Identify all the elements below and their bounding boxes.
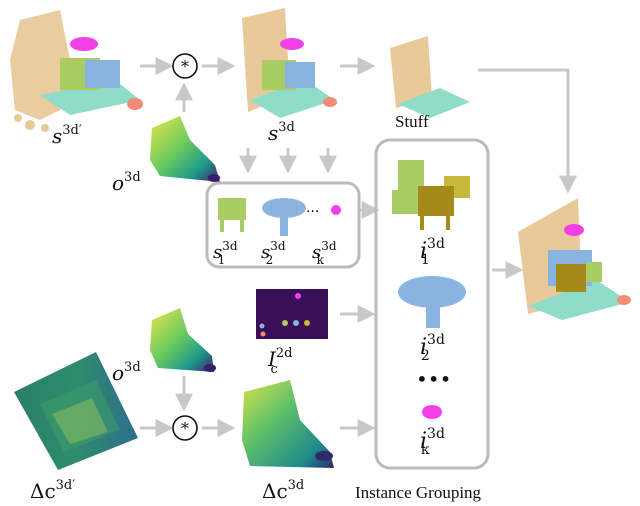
instance-ik [422,405,442,419]
label-instance-grouping: Instance Grouping [355,483,482,502]
arrow-stuff-to-final [478,68,577,194]
segment-s2 [262,198,306,236]
label-stuff: Stuff [395,112,429,131]
scene-final [518,198,631,320]
offset-dc3d [242,380,334,468]
panel-ic2d [256,289,328,339]
instance-i2 [398,276,466,328]
label-o3d-bottom: o3d [112,360,141,385]
label-s3d-prime: s3d′ [52,123,82,148]
scene-s3d [242,8,337,118]
occupancy-o3d-top [150,116,220,182]
label-dc3d: Δc3d [262,478,304,503]
scene-s3d-prime [10,10,143,132]
svg-text:*: * [181,419,189,438]
stuff-geometry [390,36,470,118]
segments-ellipsis: ··· [306,204,319,220]
arrows [140,57,577,437]
instance-i1 [392,160,470,230]
offset-dc3d-prime [14,352,138,470]
segment-s1 [218,198,246,232]
instances-ellipsis: ••• [416,367,451,391]
segment-sk [331,205,341,215]
instance-grouping-box [374,138,490,470]
operator-bottom: * [172,415,198,441]
segments-box [205,181,361,269]
label-s3d: s3d [268,120,295,145]
operator-top: * [172,53,198,79]
label-dc3d-prime: Δc3d′ [30,478,75,503]
svg-text:*: * [181,57,189,76]
occupancy-o3d-bottom [150,308,216,372]
label-o3d-top: o3d [112,170,141,195]
